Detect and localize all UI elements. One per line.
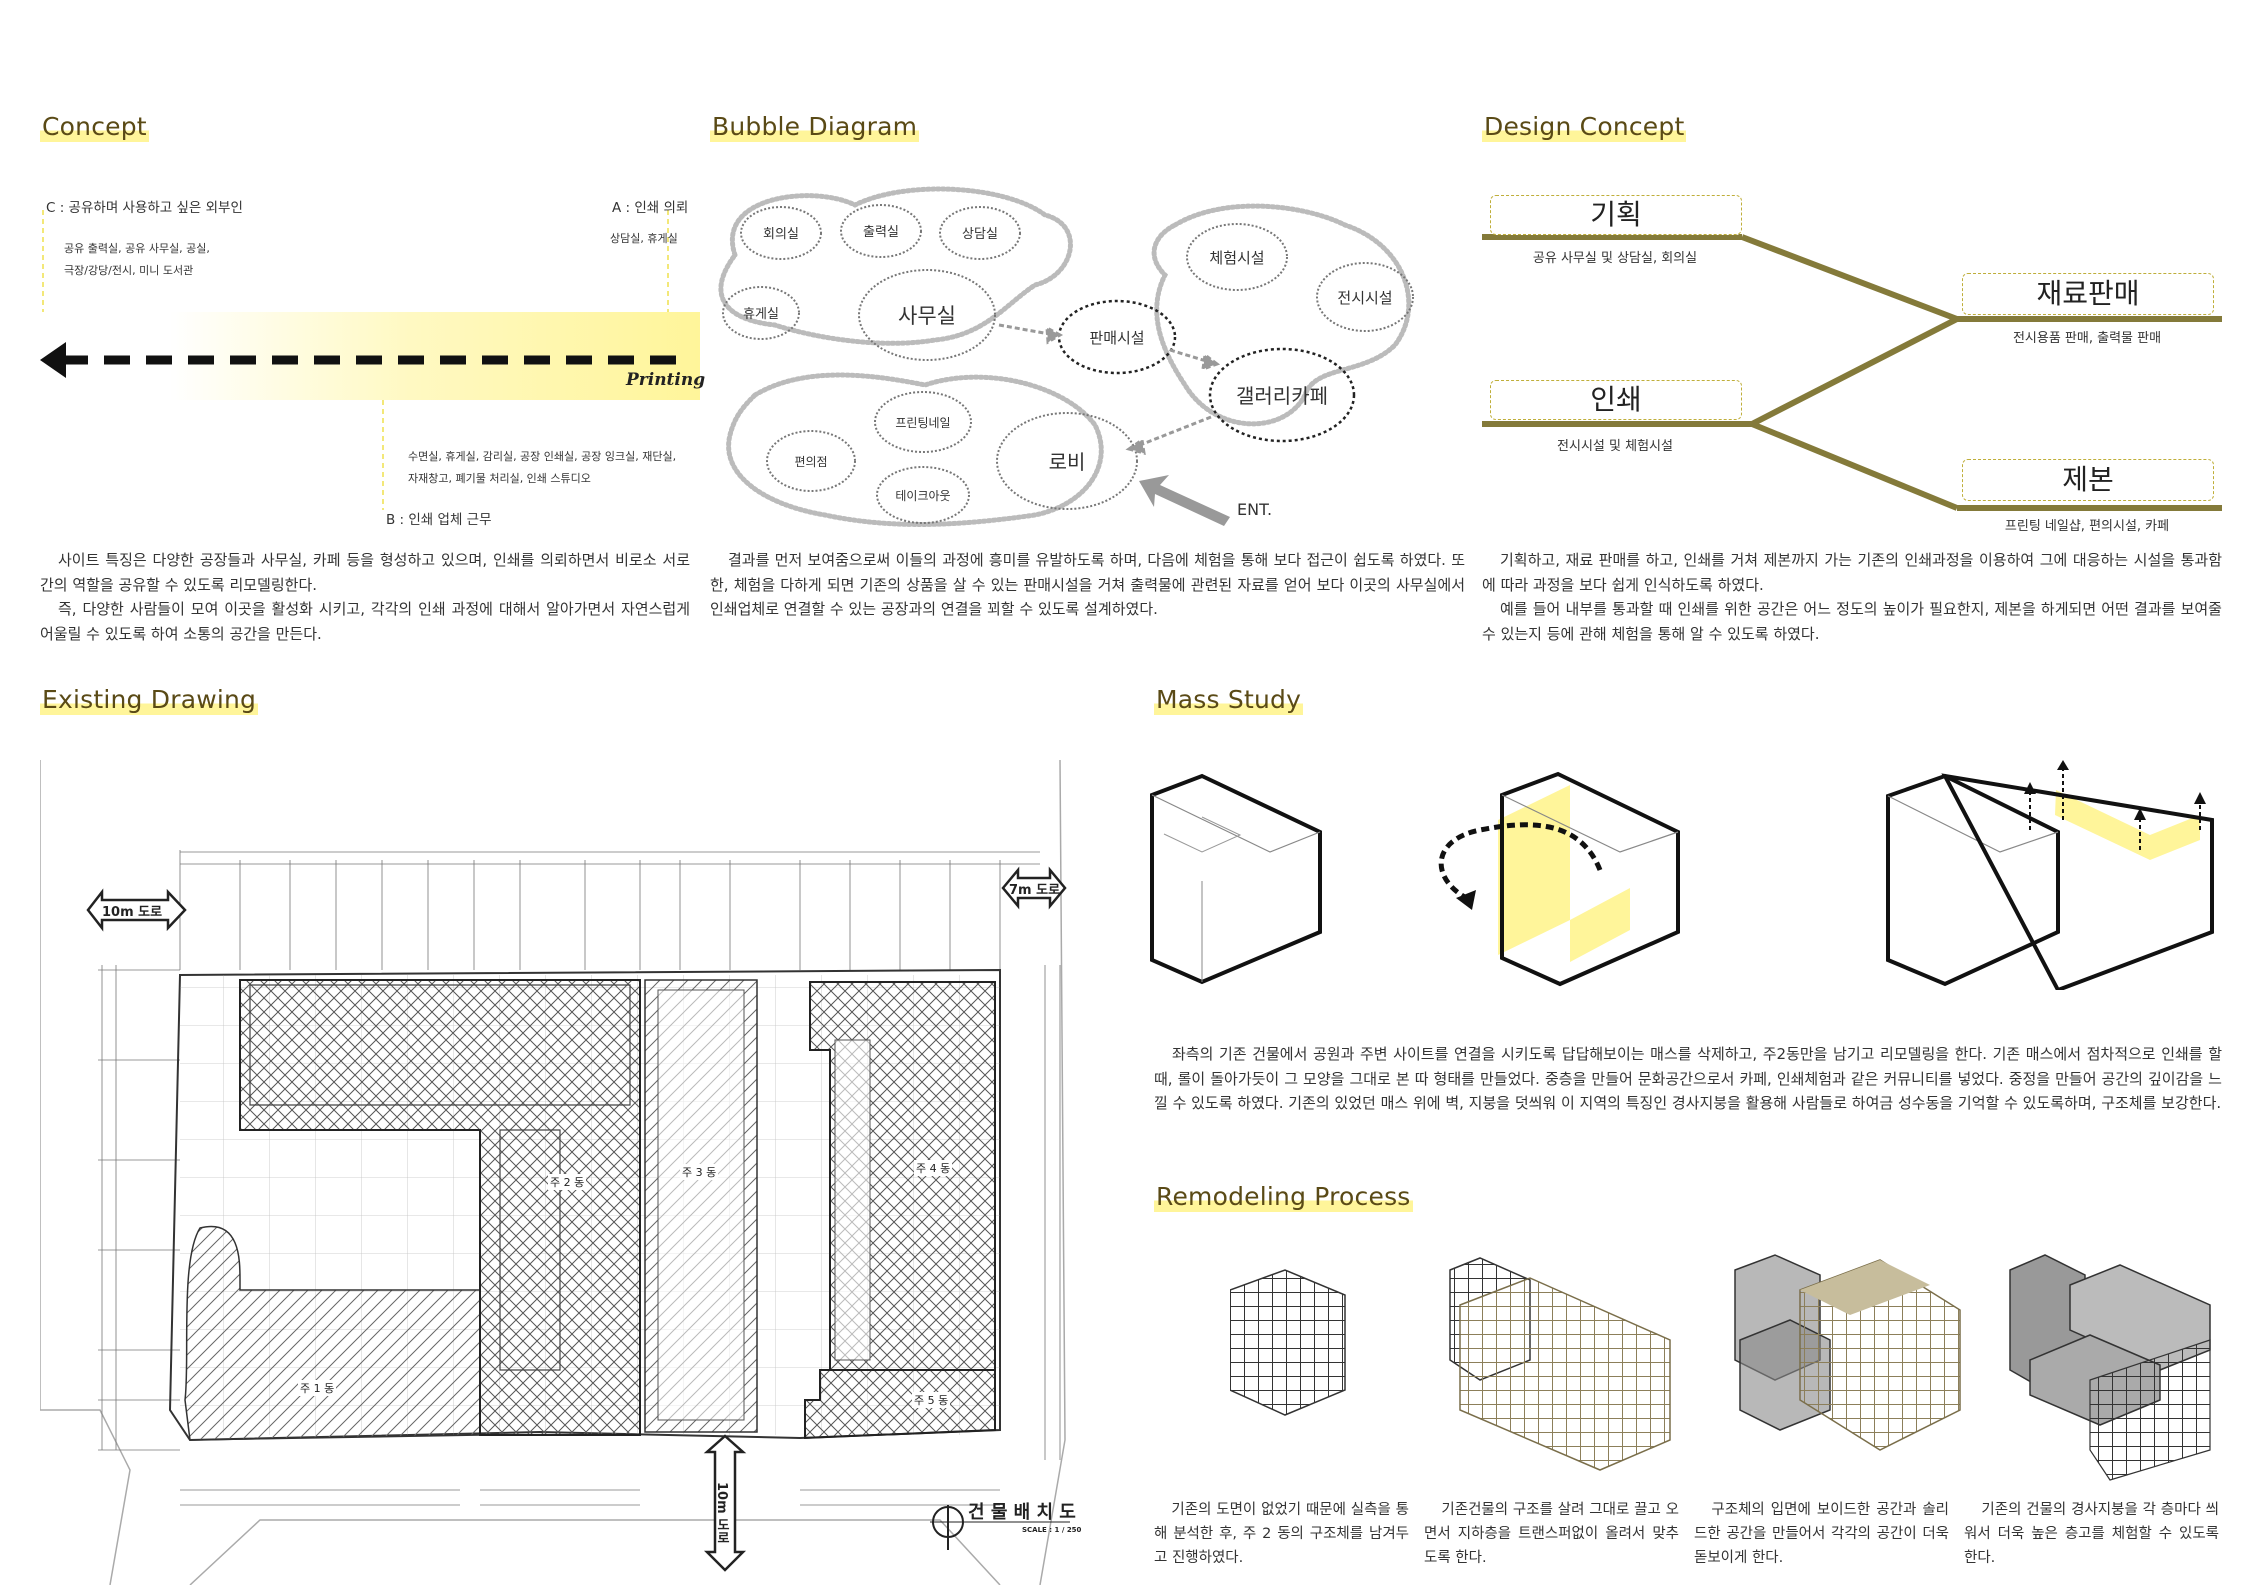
road-7m-label: 7m 도로 [1009,883,1061,898]
remodel-model-2 [1449,1257,1671,1471]
concept-diagram: C : 공유하며 사용하고 싶은 외부인 공유 출력실, 공유 사무실, 공실,… [40,190,705,535]
design-description: 기획하고, 재료 판매를 하고, 인쇄를 거쳐 제본까지 가는 기존의 인쇄과정… [1482,548,2222,646]
concept-title: Concept [40,112,149,142]
plan-sub: 공유 사무실 및 상담실, 회의실 [1532,251,1698,266]
concept-c-line2: 극장/강당/전시, 미니 도서관 [64,264,194,277]
bubble-description: 결과를 먼저 보여줌으로써 이들의 과정에 흥미를 유발하도록 하며, 다음에 … [710,548,1465,622]
bubble-gallery-cafe-label: 갤러리카페 [1236,384,1328,408]
bubble-diagram-title: Bubble Diagram [710,112,920,142]
concept-a-line1: 상담실, 휴게실 [610,232,678,245]
bind-box: 제본 [1962,459,2214,501]
concept-b-line2: 자재창고, 폐기물 처리실, 인쇄 스튜디오 [408,472,591,485]
bubble-meeting-label: 회의실 [763,227,799,242]
bubble-sales-label: 판매시설 [1089,329,1144,347]
bubble-print-room-label: 출력실 [863,225,899,240]
remodel-caption-4: 기존의 건물의 경사지붕을 각 층마다 씌워서 더욱 높은 층고를 체험할 수 … [1964,1498,2219,1570]
road-10m-label: 10m 도로 [102,905,163,920]
remodeling-process-title: Remodeling Process [1154,1182,1413,1212]
concept-description: 사이트 특징은 다양한 공장들과 사무실, 카페 등을 형성하고 있으며, 인쇄… [40,548,690,646]
building-2-label: 주 2 동 [548,1174,587,1190]
existing-drawing-title: Existing Drawing [40,685,259,715]
remodel-model-3 [1734,1254,1961,1451]
bubble-exhibit [1316,262,1414,332]
remodel-model-1 [1229,1269,1346,1416]
mass-study-diagrams [1150,760,2220,993]
bubble-takeout-label: 테이크아웃 [895,489,950,503]
printing-label: Printing [626,370,706,390]
building-3-label: 주 3 동 [680,1164,719,1180]
bubble-printing-nail [874,391,972,453]
mass-paragraph: 좌측의 기존 건물에서 공원과 주변 사이트를 연결을 시키도록 답답해보이는 … [1154,1045,2222,1112]
bubble-experience-label: 체험시설 [1209,249,1264,267]
concept-paragraph-1: 사이트 특징은 다양한 공장들과 사무실, 카페 등을 형성하고 있으며, 인쇄… [40,551,690,594]
bubble-lounge [722,286,800,340]
bubble-print-room [840,204,922,258]
remodel-caption-2-text: 기존건물의 구조를 살려 그대로 끌고 오면서 지하층을 트랜스퍼없이 올려서 … [1424,1502,1679,1566]
concept-c-title: C : 공유하며 사용하고 싶은 외부인 [46,200,243,216]
bubble-convenience [766,430,856,492]
road-7m-arrow [1001,866,1067,910]
remodel-caption-1-text: 기존의 도면이 없었기 때문에 실측을 통해 분석한 후, 주 2 동의 구조체… [1154,1502,1409,1566]
road-10m-arrow [86,888,187,932]
bubble-office-label: 사무실 [898,304,956,328]
sale-box: 재료판매 [1962,273,2214,315]
design-paragraph-1: 기획하고, 재료 판매를 하고, 인쇄를 거쳐 제본까지 가는 기존의 인쇄과정… [1482,551,2222,594]
drawing-scale: SCALE : 1 / 250 [1022,1526,1082,1534]
bubble-office [858,269,996,361]
remodeling-models [1229,1250,2230,1490]
bubble-gallery-cafe [1208,347,1356,443]
mass-model-2 [1438,771,1680,987]
design-concept-diagram: 기획 공유 사무실 및 상담실, 회의실 인쇄 전시시설 및 체험시설 재료판매… [1482,185,2222,535]
mass-description: 좌측의 기존 건물에서 공원과 주변 사이트를 연결을 시키도록 답답해보이는 … [1154,1042,2222,1116]
remodel-caption-2: 기존건물의 구조를 살려 그대로 끌고 오면서 지하층을 트랜스퍼없이 올려서 … [1424,1498,1679,1570]
concept-b-title: B : 인쇄 업체 근무 [386,512,492,528]
bubble-lobby-label: 로비 [1049,450,1086,474]
bubble-paragraph: 결과를 먼저 보여줌으로써 이들의 과정에 흥미를 유발하도록 하며, 다음에 … [710,551,1465,618]
bubble-sales [1057,299,1177,375]
concept-b-line1: 수면실, 휴게실, 감리실, 공장 인쇄실, 공장 잉크실, 재단실, [408,450,677,463]
mass-model-1 [1150,773,1322,985]
bubble-experience [1186,223,1288,291]
plan-box: 기획 [1490,195,1742,235]
bubble-lounge-label: 휴게실 [743,307,779,322]
lower-cluster-outline [726,372,1104,527]
remodel-caption-3: 구조체의 입면에 보이드한 공간과 솔리드한 공간을 만들어서 각각의 공간이 … [1694,1498,1949,1570]
building-4-label: 주 4 동 [914,1160,953,1176]
building-1-label: 주 1 동 [298,1380,337,1396]
site-plan-drawing: 10m 도로 7m 도로 10m 도로 주 1 동 주 2 동 주 3 동 주 … [39,759,1120,1586]
upper-cluster-outline [718,186,1073,346]
sale-sub: 전시용품 판매, 출력물 판매 [2012,331,2162,346]
bubble-consult-label: 상담실 [962,227,998,242]
bubble-consult [939,206,1021,260]
remodel-caption-3-text: 구조체의 입면에 보이드한 공간과 솔리드한 공간을 만들어서 각각의 공간이 … [1694,1502,1949,1566]
entrance-label: ENT. [1237,500,1272,519]
print-box: 인쇄 [1490,380,1742,420]
drawing-title: 건 물 배 치 도 [968,1502,1076,1523]
print-sub: 전시시설 및 체험시설 [1557,439,1673,454]
bubble-takeout [876,466,970,524]
concept-c-line1: 공유 출력실, 공유 사무실, 공실, [64,242,210,255]
design-concept-title: Design Concept [1482,112,1687,142]
bind-sub: 프린팅 네일샵, 편의시설, 카페 [2004,519,2170,534]
bubble-convenience-label: 편의점 [794,455,827,469]
bubble-diagram: 회의실 출력실 상담실 휴게실 사무실 판매시설 체험시설 전시시설 갤러리카페… [705,185,1465,530]
bubble-printing-nail-label: 프린팅네일 [895,416,950,430]
design-paragraph-2: 예를 들어 내부를 통과할 때 인쇄를 위한 공간은 어느 정도의 높이가 필요… [1482,600,2222,643]
remodel-caption-4-text: 기존의 건물의 경사지붕을 각 층마다 씌워서 더욱 높은 층고를 체험할 수 … [1964,1502,2219,1566]
road-10m-vertical-arrow [703,1434,747,1572]
right-cluster-outline [1151,203,1412,427]
concept-paragraph-2: 즉, 다양한 사람들이 모여 이곳을 활성화 시키고, 각각의 인쇄 과정에 대… [40,600,690,643]
building-5-label: 주 5 동 [912,1392,951,1408]
bubble-exhibit-label: 전시시설 [1337,289,1392,307]
entrance-arrow [1139,475,1230,526]
bubble-lobby [996,412,1138,510]
mass-study-title: Mass Study [1154,685,1304,715]
mass-model-3 [1886,760,2214,993]
remodel-caption-1: 기존의 도면이 없었기 때문에 실측을 통해 분석한 후, 주 2 동의 구조체… [1154,1498,1409,1570]
bubble-meeting [740,206,822,260]
road-10m-vertical-label: 10m 도로 [714,1482,729,1545]
remodel-model-4 [2009,1254,2211,1481]
concept-a-title: A : 인쇄 의뢰 [612,200,689,216]
